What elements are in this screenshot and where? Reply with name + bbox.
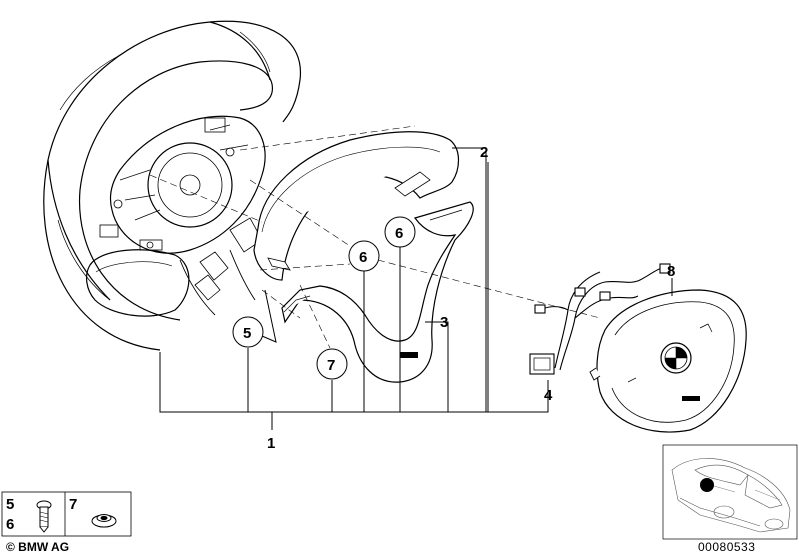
vehicle-locator-thumbnail [662,444,798,540]
airbag-module [589,289,747,433]
thumbnail-frame [662,444,798,540]
callout-2: 2 [480,144,488,161]
callout-1-label: 1 [267,435,275,452]
screw-icon [36,500,52,533]
callout-6b-circle [384,216,416,248]
legend-label-7: 7 [69,496,77,513]
location-marker [700,478,714,492]
legend-label-5: 5 [6,496,14,513]
callout-4-label: 4 [544,387,553,404]
callout-3-label: 3 [440,314,448,331]
callout-6b: 6 [384,216,416,248]
wiring-harness [529,263,671,375]
car-outline-icon [671,458,791,533]
callout-6b-label: 6 [395,225,403,242]
callout-3: 3 [440,314,448,331]
fastener-legend: 5 6 7 [1,491,132,537]
callout-5-label: 5 [243,325,251,342]
assembly-guide-lines [149,125,601,349]
legend-label-6: 6 [6,516,14,533]
callout-1: 1 [267,435,275,452]
clip-nut-icon [91,514,117,528]
document-id: 00080533 [698,540,756,554]
callout-8-label: 8 [667,263,675,280]
callout-5-circle [232,316,264,348]
callout-4: 4 [544,387,553,404]
callout-7: 7 [316,348,348,380]
callout-6a-label: 6 [359,249,367,266]
callout-5: 5 [232,316,264,348]
callout-8: 8 [667,263,675,280]
callout-7-circle [316,348,348,380]
lower-trim-cover [281,201,474,383]
steering-wheel [43,20,302,351]
callout-6a-circle [348,240,380,272]
legend-box [1,491,132,537]
copyright-text: © BMW AG [6,540,70,554]
upper-trim-cover [253,131,460,281]
leader-lines [159,147,673,430]
callout-2-label: 2 [480,144,488,161]
callout-7-label: 7 [327,357,335,374]
callout-6a: 6 [348,240,380,272]
